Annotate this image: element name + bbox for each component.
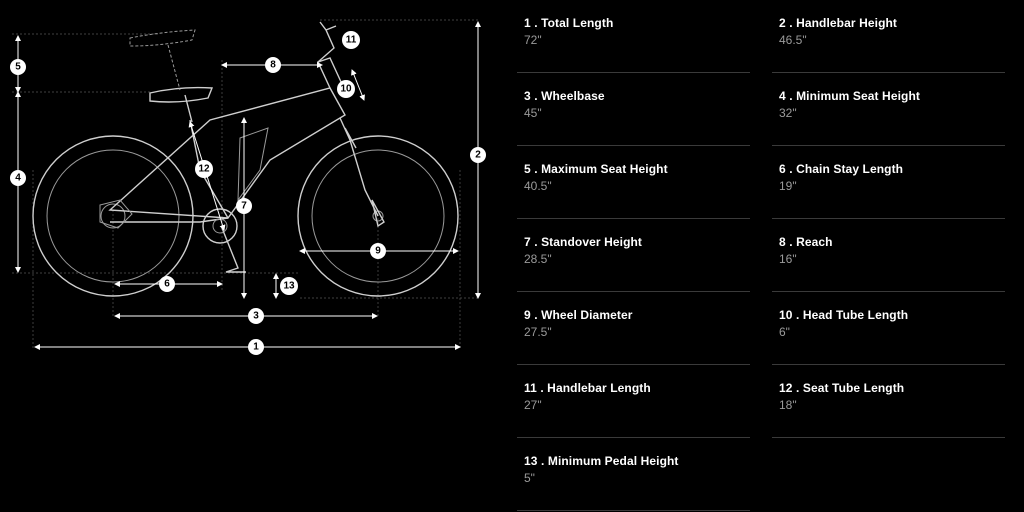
spec-label: 4 . Minimum Seat Height	[779, 89, 920, 103]
spec-value: 46.5"	[779, 33, 807, 47]
spec-value: 40.5"	[524, 179, 552, 193]
callout-1: 1	[248, 339, 264, 355]
callout-10: 10	[337, 80, 355, 98]
spec-label: 13 . Minimum Pedal Height	[524, 454, 679, 468]
bicycle-outline	[32, 21, 459, 297]
spec-label: 9 . Wheel Diameter	[524, 308, 633, 322]
spec-label: 2 . Handlebar Height	[779, 16, 898, 30]
spec-value: 45"	[524, 106, 542, 120]
spec-chain-stay-length: 6 . Chain Stay Length 19"	[772, 146, 1005, 219]
spec-minimum-pedal-height: 13 . Minimum Pedal Height 5"	[517, 438, 750, 511]
spec-minimum-seat-height: 4 . Minimum Seat Height 32"	[772, 73, 1005, 146]
spec-label: 10 . Head Tube Length	[779, 308, 909, 322]
geometry-spec-list: 1 . Total Length 72" 2 . Handlebar Heigh…	[517, 0, 1006, 512]
spec-label: 3 . Wheelbase	[524, 89, 605, 103]
spec-value: 32"	[779, 106, 797, 120]
spec-total-length: 1 . Total Length 72"	[517, 0, 750, 73]
callout-13: 13	[280, 277, 298, 295]
spec-wheelbase: 3 . Wheelbase 45"	[517, 73, 750, 146]
svg-text:4: 4	[15, 173, 21, 184]
svg-text:9: 9	[375, 246, 381, 257]
spec-head-tube-length: 10 . Head Tube Length 6"	[772, 292, 1005, 365]
spec-label: 8 . Reach	[779, 235, 833, 249]
svg-text:12: 12	[198, 164, 210, 175]
spec-value: 19"	[779, 179, 797, 193]
spec-value: 72"	[524, 33, 542, 47]
svg-text:7: 7	[241, 201, 247, 212]
svg-text:3: 3	[253, 311, 259, 322]
callout-7: 7	[236, 198, 252, 214]
spec-value: 6"	[779, 325, 790, 339]
spec-standover-height: 7 . Standover Height 28.5"	[517, 219, 750, 292]
spec-label: 1 . Total Length	[524, 16, 614, 30]
callout-11: 11	[342, 31, 360, 49]
svg-text:5: 5	[15, 62, 21, 73]
callout-8: 8	[265, 57, 281, 73]
spec-label: 12 . Seat Tube Length	[779, 381, 905, 395]
spec-value: 16"	[779, 252, 797, 266]
callout-3: 3	[248, 308, 264, 324]
callout-9: 9	[370, 243, 386, 259]
spec-reach: 8 . Reach 16"	[772, 219, 1005, 292]
spec-handlebar-length: 11 . Handlebar Length 27"	[517, 365, 750, 438]
callout-5: 5	[10, 59, 26, 75]
spec-handlebar-height: 2 . Handlebar Height 46.5"	[772, 0, 1005, 73]
spec-label: 11 . Handlebar Length	[524, 381, 651, 395]
spec-value: 27"	[524, 398, 542, 412]
callout-4: 4	[10, 170, 26, 186]
svg-text:13: 13	[283, 281, 295, 292]
svg-text:6: 6	[164, 279, 170, 290]
spec-label: 7 . Standover Height	[524, 235, 643, 249]
spec-value: 28.5"	[524, 252, 552, 266]
spec-label: 5 . Maximum Seat Height	[524, 162, 668, 176]
svg-text:8: 8	[270, 60, 276, 71]
svg-text:11: 11	[346, 35, 357, 46]
callout-12: 12	[195, 160, 213, 178]
guide-lines	[12, 19, 480, 350]
spec-value: 27.5"	[524, 325, 552, 339]
svg-text:1: 1	[253, 342, 259, 353]
svg-text:10: 10	[340, 84, 352, 95]
callout-6: 6	[159, 276, 175, 292]
callout-2: 2	[470, 147, 486, 163]
spec-wheel-diameter: 9 . Wheel Diameter 27.5"	[517, 292, 750, 365]
spec-label: 6 . Chain Stay Length	[779, 162, 904, 176]
spec-value: 18"	[779, 398, 797, 412]
spec-value: 5"	[524, 471, 535, 485]
spec-maximum-seat-height: 5 . Maximum Seat Height 40.5"	[517, 146, 750, 219]
svg-text:2: 2	[475, 150, 481, 161]
spec-seat-tube-length: 12 . Seat Tube Length 18"	[772, 365, 1005, 438]
bike-geometry-diagram: 1 2 3 4 5 6 7 8 9 10 11 12 13	[10, 19, 486, 355]
